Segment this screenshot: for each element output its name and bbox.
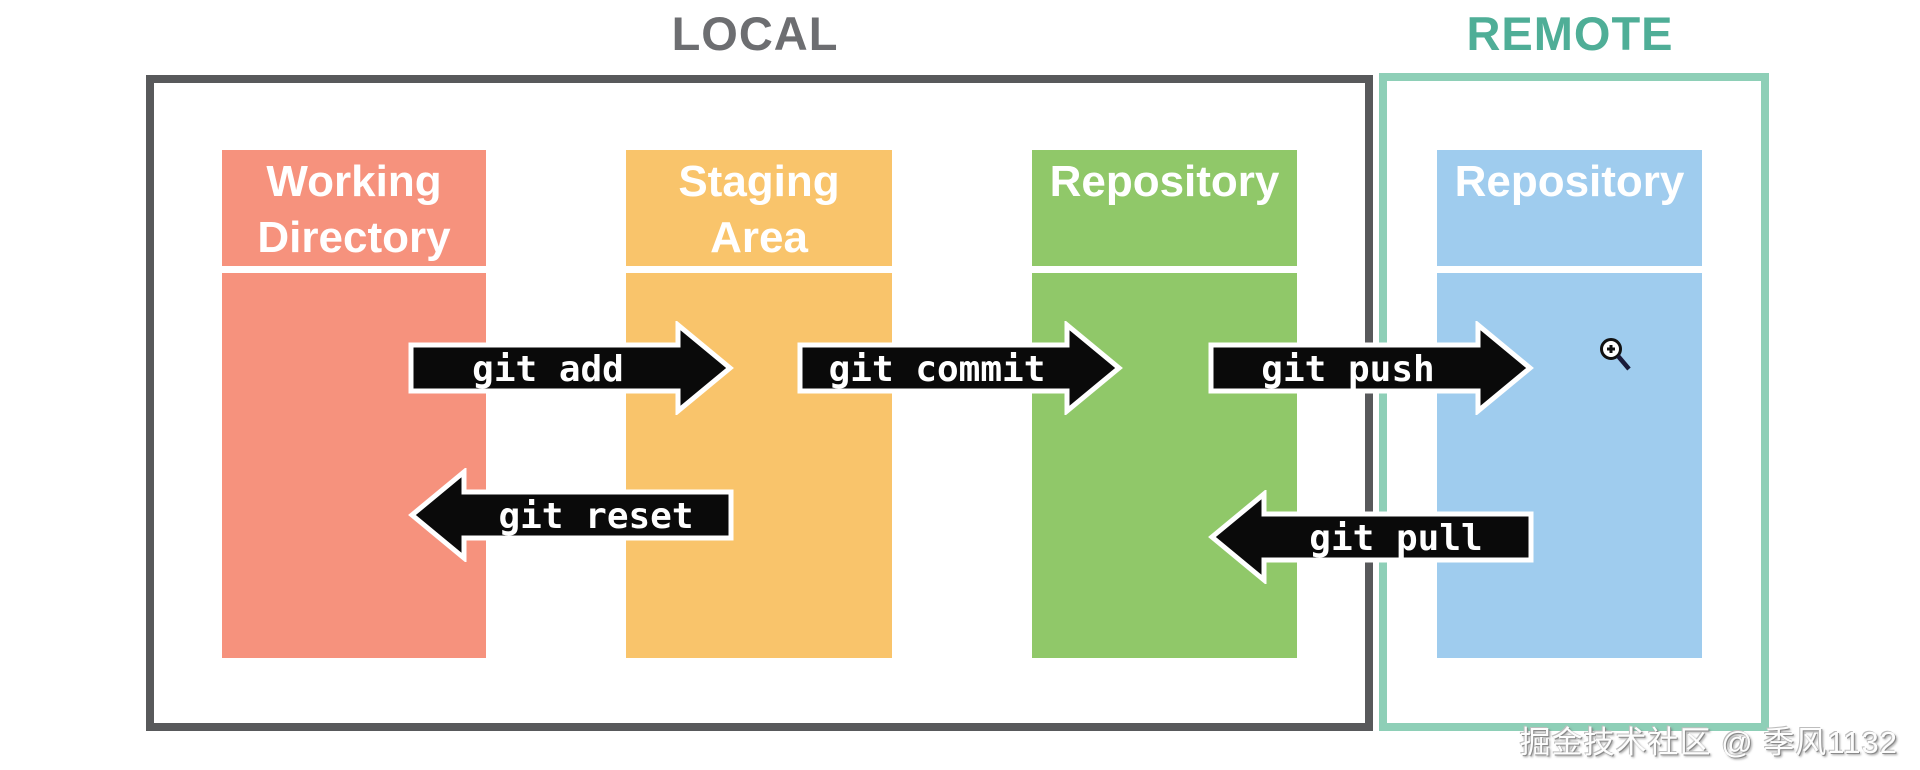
repository-remote-label: Repository — [1454, 157, 1685, 206]
local-section-title: LOCAL — [671, 7, 839, 60]
box-divider — [626, 266, 892, 273]
box-divider — [1032, 266, 1297, 273]
git-add-label: git add — [472, 349, 624, 390]
remote-section-frame — [1379, 73, 1769, 731]
working-directory-label: Working Directory — [257, 157, 451, 262]
left-arrow-icon: git reset — [408, 468, 734, 562]
git-reset-arrow: git reset — [408, 468, 734, 562]
right-arrow-icon: git commit — [797, 321, 1123, 415]
watermark-text: 掘金技术社区 @ 季风1132 — [1519, 725, 1898, 760]
left-arrow-icon: git pull — [1208, 490, 1534, 584]
local-section-frame — [146, 75, 1373, 731]
staging-area-label: Staging Area — [678, 157, 840, 262]
right-arrow-icon: git push — [1208, 321, 1534, 415]
git-reset-label: git reset — [498, 496, 693, 537]
right-arrow-icon: git add — [408, 321, 734, 415]
git-commit-label: git commit — [829, 349, 1046, 390]
zoom-in-cursor-icon — [1598, 336, 1634, 376]
git-pull-label: git pull — [1309, 518, 1482, 559]
remote-section-title: REMOTE — [1466, 7, 1674, 60]
staging-area-box: Staging Area — [626, 150, 892, 658]
working-directory-box: Working Directory — [222, 150, 486, 658]
repository-local-label: Repository — [1049, 157, 1280, 206]
git-push-label: git push — [1261, 349, 1434, 390]
git-commit-arrow: git commit — [797, 321, 1123, 415]
git-pull-arrow: git pull — [1208, 490, 1534, 584]
git-push-arrow: git push — [1208, 321, 1534, 415]
box-divider — [222, 266, 486, 273]
git-add-arrow: git add — [408, 321, 734, 415]
box-divider — [1437, 266, 1702, 273]
